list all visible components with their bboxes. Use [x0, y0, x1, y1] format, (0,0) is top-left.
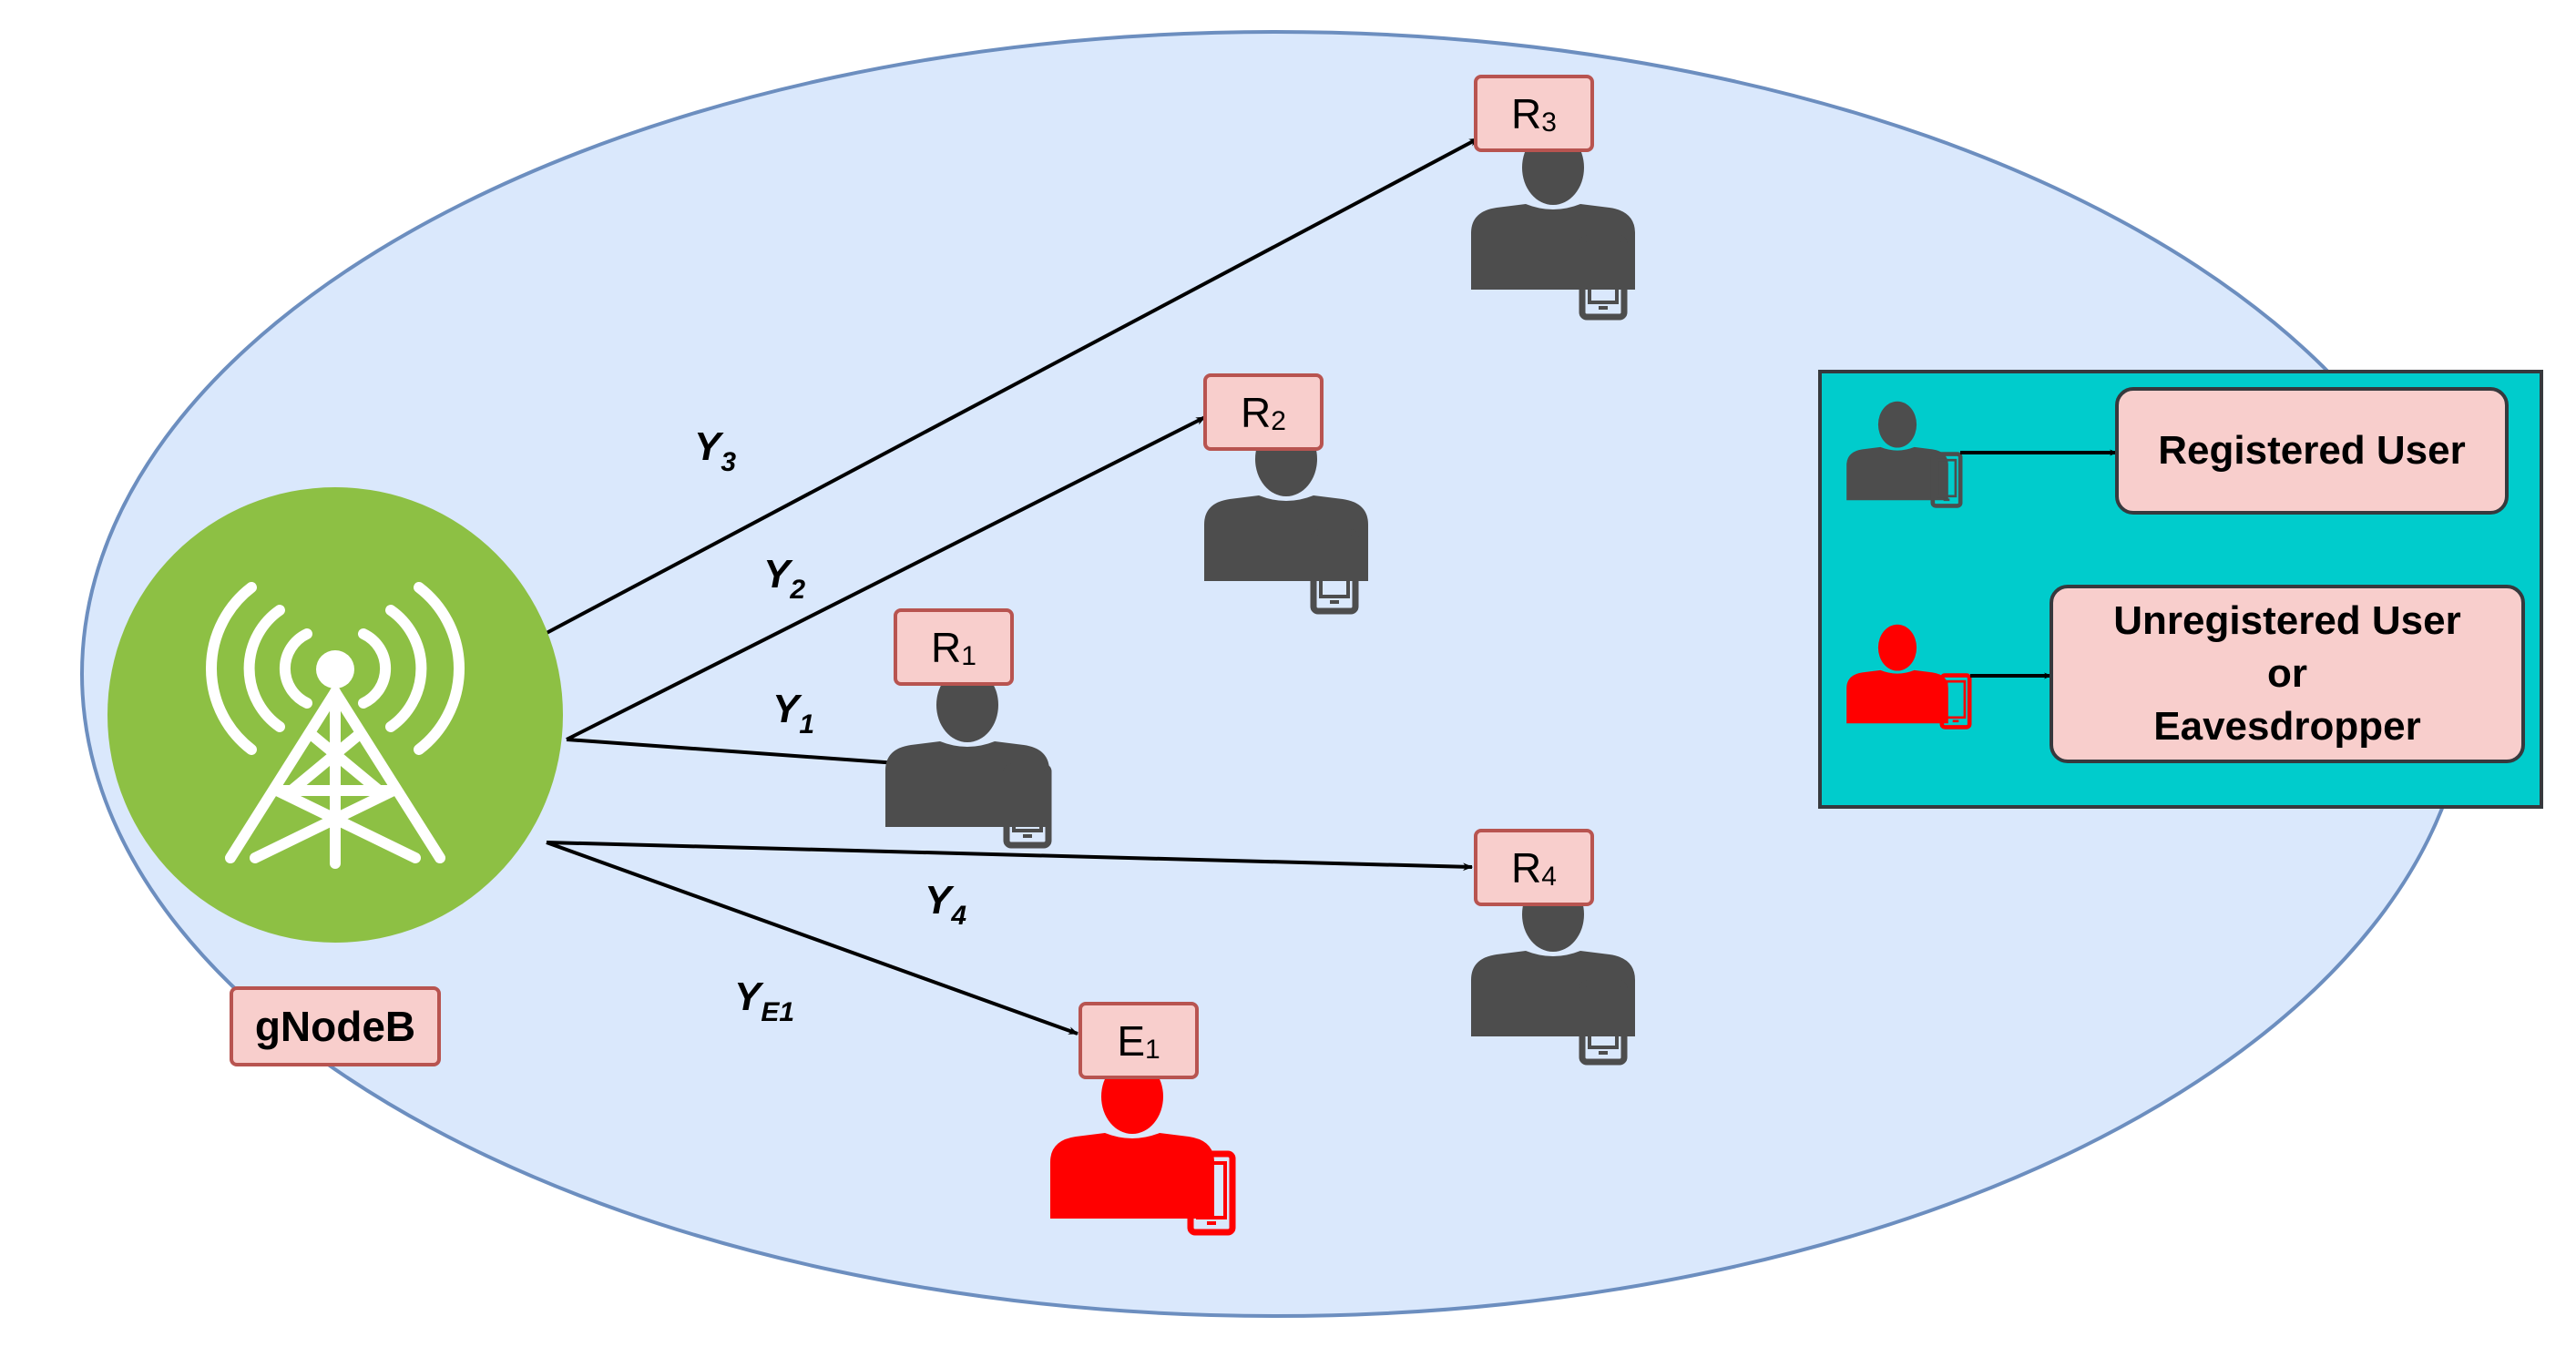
- signal-label-y1: Y1: [772, 687, 815, 740]
- label-r4-sub: 4: [1541, 861, 1557, 892]
- signal-label-ye1: YE1: [734, 974, 795, 1027]
- signal-arrows: [546, 137, 1479, 1036]
- label-r1-sub: 1: [961, 640, 976, 671]
- label-r4-base: R: [1511, 843, 1542, 892]
- label-e1-base: E: [1117, 1016, 1145, 1065]
- label-r3-base: R: [1511, 89, 1542, 138]
- base-station: [107, 487, 563, 943]
- signal-label-y4: Y4: [925, 878, 967, 931]
- signal-label-y3: Y3: [694, 424, 737, 477]
- signal-label-y2: Y2: [763, 552, 806, 605]
- legend-unregistered-text: Unregistered User or Eavesdropper: [2113, 597, 2461, 750]
- signal-arrow-r4: [546, 841, 1474, 872]
- signal-arrow-r2: [566, 415, 1206, 741]
- label-r2-base: R: [1241, 388, 1272, 436]
- signal-arrow-r3: [546, 137, 1479, 635]
- legend-unregistered-label: Unregistered User or Eavesdropper: [2050, 585, 2525, 763]
- legend-registered-label: Registered User: [2115, 387, 2509, 515]
- label-e1-sub: 1: [1145, 1034, 1160, 1065]
- signal-arrow-e1: [546, 841, 1079, 1036]
- signal-arrow-r1: [566, 738, 899, 767]
- label-r2-sub: 2: [1271, 405, 1286, 436]
- label-r1-base: R: [931, 623, 962, 671]
- label-gnodeb: gNodeB: [230, 986, 441, 1066]
- label-r3-sub: 3: [1541, 107, 1557, 138]
